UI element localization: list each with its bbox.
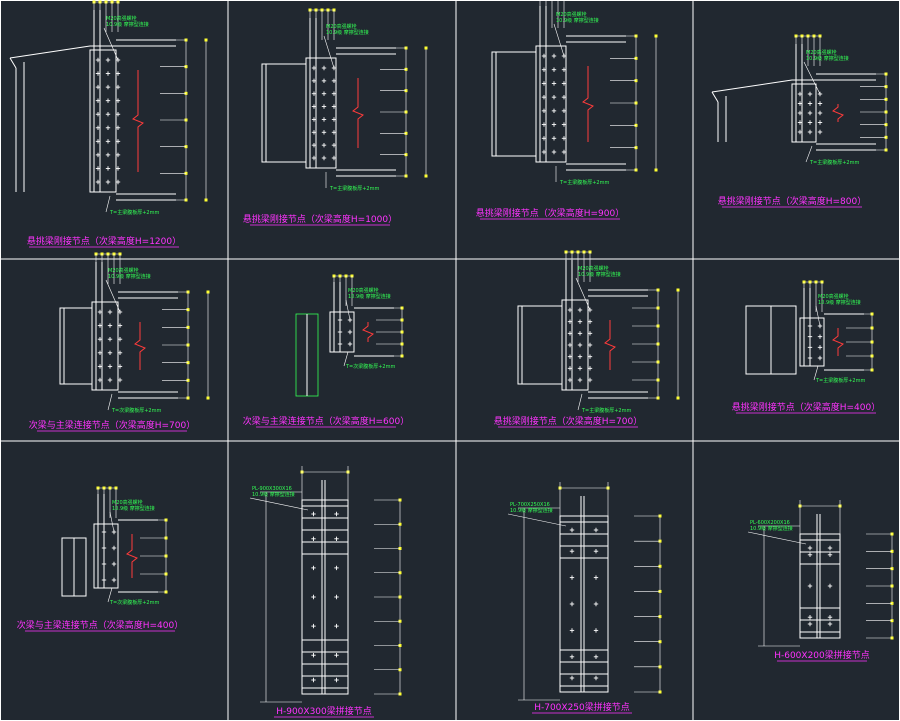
detail-title: 悬挑梁刚接节点（次梁高度H=800） xyxy=(718,195,867,207)
plate-thickness-note: T=次梁腹板厚+2mm xyxy=(111,407,161,414)
plate-thickness-note: T=次梁腹板厚+2mm xyxy=(109,599,159,606)
bolt-grade-callout: 10.9级 摩擦型连接 xyxy=(578,271,621,278)
bolt-callout: M20高强螺栓 xyxy=(348,287,379,294)
plate-thickness-note: T=主梁腹板厚+2mm xyxy=(559,179,609,186)
bolt-grade-callout: 10.9级 摩擦型连接 xyxy=(252,491,295,498)
bolt-callout: M20高强螺栓 xyxy=(326,23,357,30)
detail-title: 悬挑梁刚接节点（次梁高度H=1200） xyxy=(27,235,181,247)
plate-thickness-note: T=主梁腹板厚+2mm xyxy=(109,209,159,216)
bolt-callout: M20高强螺栓 xyxy=(112,499,143,506)
bolt-grade-callout: 10.9级 摩擦型连接 xyxy=(806,55,849,62)
bolt-callout: M20高强螺栓 xyxy=(106,15,137,22)
bolt-grade-callout: 10.9级 摩擦型连接 xyxy=(750,525,793,532)
detail-title: H-600X200梁拼接节点 xyxy=(774,649,870,661)
detail-title: H-900X300梁拼接节点 xyxy=(276,705,372,717)
bolt-callout: M20高强螺栓 xyxy=(818,293,849,300)
bolt-grade-callout: 10.9级 摩擦型连接 xyxy=(510,507,553,514)
detail-title: 悬挑梁刚接节点（次梁高度H=700） xyxy=(494,415,643,427)
bolt-callout: PL-700X250X16 xyxy=(510,502,550,508)
detail-title: 悬挑梁刚接节点（次梁高度H=1000） xyxy=(243,213,397,225)
plate-thickness-note: T=主梁腹板厚+2mm xyxy=(815,377,865,384)
bolt-grade-callout: 10.9级 摩擦型连接 xyxy=(556,17,599,24)
bolt-grade-callout: 10.9级 摩擦型连接 xyxy=(108,273,151,280)
bolt-grade-callout: 10.9级 摩擦型连接 xyxy=(818,299,861,306)
detail-title: 次梁与主梁连接节点（次梁高度H=600） xyxy=(243,415,410,427)
bolt-callout: PL-900X300X16 xyxy=(252,486,292,492)
plate-thickness-note: T=主梁腹板厚+2mm xyxy=(581,407,631,414)
bolt-grade-callout: 10.9级 摩擦型连接 xyxy=(112,505,155,512)
bolt-callout: M20高强螺栓 xyxy=(806,49,837,56)
bolt-callout: M20高强螺栓 xyxy=(108,267,139,274)
bolt-callout: M20高强螺栓 xyxy=(578,265,609,272)
plate-thickness-note: T=主梁腹板厚+2mm xyxy=(809,159,859,166)
bolt-callout: PL-600X200X16 xyxy=(750,520,790,526)
bolt-grade-callout: 10.9级 摩擦型连接 xyxy=(348,293,391,300)
bolt-callout: M20高强螺栓 xyxy=(556,11,587,18)
detail-title: H-700X250梁拼接节点 xyxy=(534,701,630,713)
detail-title: 悬挑梁刚接节点（次梁高度H=900） xyxy=(476,207,625,219)
detail-title: 悬挑梁刚接节点（次梁高度H=400） xyxy=(732,401,881,413)
plate-thickness-note: T=次梁腹板厚+2mm xyxy=(345,363,395,370)
detail-title: 次梁与主梁连接节点（次梁高度H=700） xyxy=(29,419,196,431)
plate-thickness-note: T=主梁腹板厚+2mm xyxy=(329,185,379,192)
bolt-grade-callout: 10.9级 摩擦型连接 xyxy=(106,21,149,28)
bolt-grade-callout: 10.9级 摩擦型连接 xyxy=(326,29,369,36)
detail-title: 次梁与主梁连接节点（次梁高度H=400） xyxy=(17,619,184,631)
